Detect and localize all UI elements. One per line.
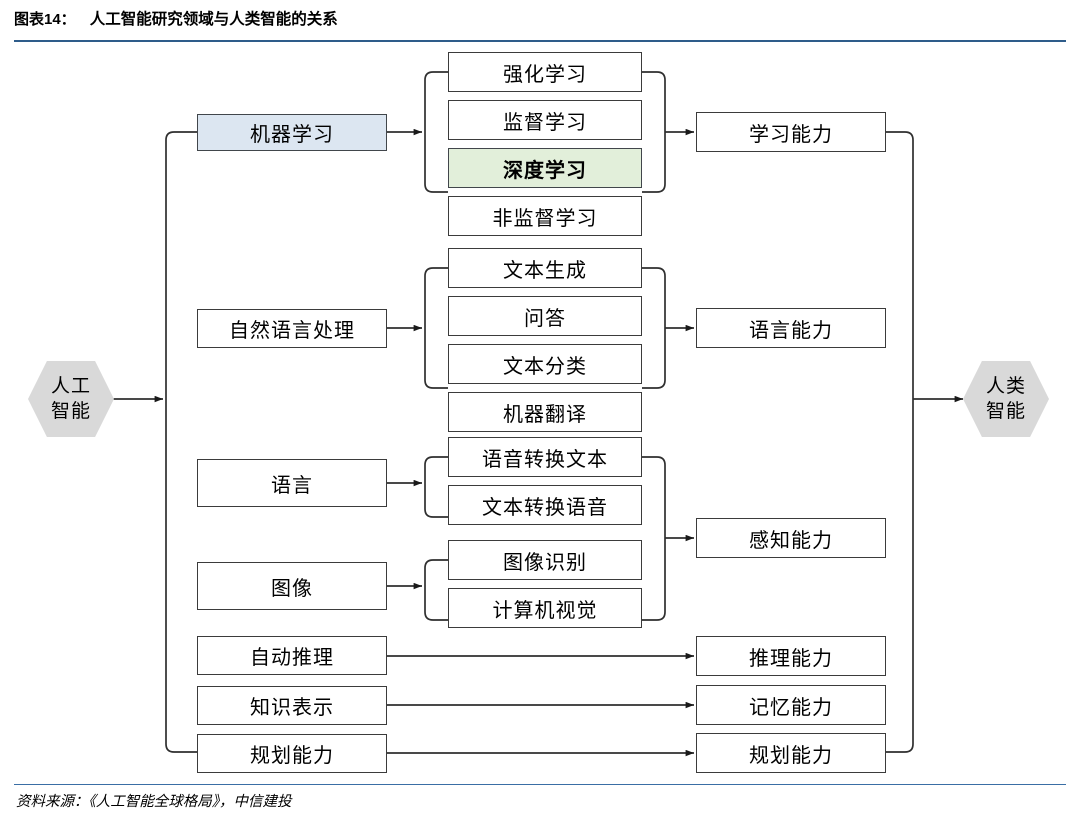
node-machine-translation[interactable]: 机器翻译 <box>448 392 642 432</box>
node-planning-ability[interactable]: 规划能力 <box>696 733 886 773</box>
node-label: 规划能力 <box>749 744 833 767</box>
node-label: 问答 <box>524 307 566 330</box>
node-text-generation[interactable]: 文本生成 <box>448 248 642 288</box>
node-label: 图像 <box>271 577 313 600</box>
right-bus-bracket <box>886 131 914 753</box>
nlp-group-left-bracket <box>424 267 448 389</box>
node-label: 图像识别 <box>503 551 587 574</box>
node-label: 深度学习 <box>503 159 587 182</box>
node-language-ability[interactable]: 语言能力 <box>696 308 886 348</box>
node-knowledge-representation[interactable]: 知识表示 <box>197 686 387 725</box>
node-label: 机器学习 <box>250 124 334 146</box>
node-label: 知识表示 <box>250 697 334 719</box>
node-label: 强化学习 <box>503 63 587 86</box>
node-label: 记忆能力 <box>749 696 833 719</box>
node-label: 学习能力 <box>749 123 833 146</box>
node-label: 自动推理 <box>250 647 334 669</box>
node-planning-ability-domain[interactable]: 规划能力 <box>197 734 387 773</box>
node-text-to-speech[interactable]: 文本转换语音 <box>448 485 642 525</box>
node-text-classification[interactable]: 文本分类 <box>448 344 642 384</box>
node-deep-learning[interactable]: 深度学习 <box>448 148 642 188</box>
node-speech-to-text[interactable]: 语音转换文本 <box>448 437 642 477</box>
left-bus-bracket <box>165 131 197 753</box>
node-learning-ability[interactable]: 学习能力 <box>696 112 886 152</box>
node-supervised-learning[interactable]: 监督学习 <box>448 100 642 140</box>
node-label: 自然语言处理 <box>229 320 355 342</box>
node-unsupervised-learning[interactable]: 非监督学习 <box>448 196 642 236</box>
node-label: 监督学习 <box>503 111 587 134</box>
ai-label-line1: 人工 <box>50 376 91 397</box>
node-label: 语言 <box>271 474 313 497</box>
node-speech[interactable]: 语言 <box>197 459 387 507</box>
ai-label-line2: 智能 <box>50 401 91 422</box>
node-label: 感知能力 <box>749 529 833 552</box>
speech-group-left-bracket <box>424 456 448 518</box>
source-divider <box>14 784 1066 785</box>
node-label: 规划能力 <box>250 745 334 767</box>
node-question-answering[interactable]: 问答 <box>448 296 642 336</box>
node-label: 语音转换文本 <box>482 448 608 471</box>
ml-group-right-bracket <box>642 71 666 193</box>
node-label: 机器翻译 <box>503 403 587 426</box>
image-group-left-bracket <box>424 559 448 621</box>
node-label: 文本分类 <box>503 355 587 378</box>
node-image-recognition[interactable]: 图像识别 <box>448 540 642 580</box>
node-label: 计算机视觉 <box>492 599 598 622</box>
node-machine-learning[interactable]: 机器学习 <box>197 114 387 151</box>
title-divider <box>14 40 1066 42</box>
figure-number: 图表14： <box>14 11 76 28</box>
hi-label-line2: 智能 <box>985 401 1026 422</box>
node-artificial-intelligence[interactable]: 人工 智能 <box>28 361 114 437</box>
figure-title-row: 图表14： 人工智能研究领域与人类智能的关系 <box>14 10 1066 36</box>
node-memory-ability[interactable]: 记忆能力 <box>696 685 886 725</box>
ml-group-left-bracket <box>424 71 448 193</box>
nlp-group-right-bracket <box>642 267 666 389</box>
node-label: 非监督学习 <box>492 207 598 230</box>
source-note: 资料来源：《人工智能全球格局》，中信建投 <box>16 794 292 810</box>
node-human-intelligence[interactable]: 人类 智能 <box>963 361 1049 437</box>
node-computer-vision[interactable]: 计算机视觉 <box>448 588 642 628</box>
page-title: 人工智能研究领域与人类智能的关系 <box>89 11 338 28</box>
node-label: 推理能力 <box>749 647 833 670</box>
diagram-canvas: 人工 智能 人类 智能 机器学习 自然语言处理 语言 图像 自动推理 知识表示 <box>0 44 1080 782</box>
connector-layer <box>110 71 964 757</box>
hi-label-line1: 人类 <box>985 376 1026 397</box>
node-label: 文本转换语音 <box>482 496 608 519</box>
node-label: 文本生成 <box>503 259 587 282</box>
node-automated-reasoning[interactable]: 自动推理 <box>197 636 387 675</box>
node-image[interactable]: 图像 <box>197 562 387 610</box>
perception-group-right-bracket <box>642 456 666 621</box>
node-perception-ability[interactable]: 感知能力 <box>696 518 886 558</box>
node-label: 语言能力 <box>749 319 833 342</box>
node-reinforcement-learning[interactable]: 强化学习 <box>448 52 642 92</box>
node-reasoning-ability[interactable]: 推理能力 <box>696 636 886 676</box>
node-natural-language-processing[interactable]: 自然语言处理 <box>197 309 387 348</box>
